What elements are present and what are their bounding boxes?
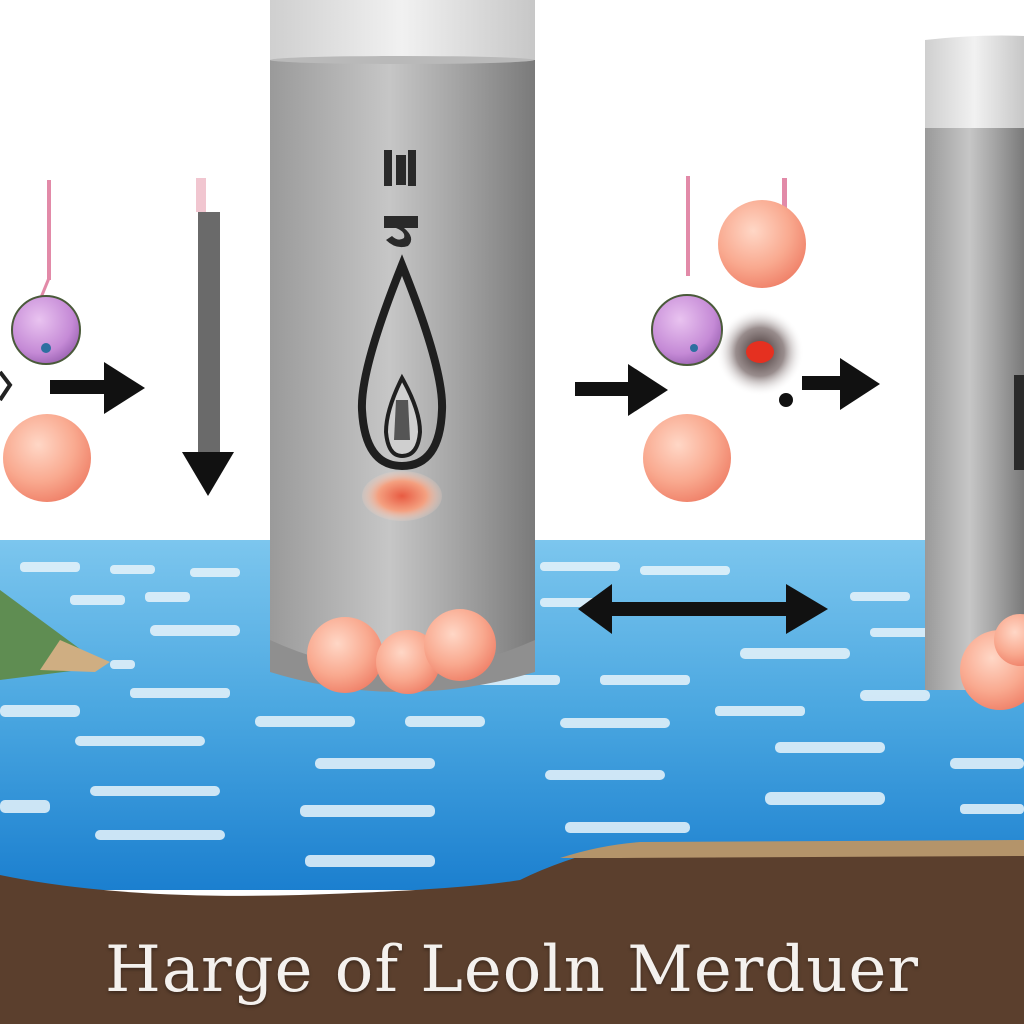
cylinder-1-glyphs: [384, 150, 418, 248]
left-edge-bracket: [0, 370, 13, 402]
arrow-double: [578, 584, 828, 634]
arrow-right-1: [50, 362, 145, 414]
glow-disc: [362, 471, 442, 521]
sea-floor-sand: [560, 840, 1024, 858]
arrow-down: [182, 178, 234, 496]
arrow-right-2: [575, 364, 668, 416]
cylinder-1-spheres: [307, 609, 496, 694]
drop-icon: [357, 254, 447, 471]
water-ripples: [0, 562, 1024, 867]
caption-title: Harge of Leoln Merduer: [105, 933, 919, 1007]
cylinder-2: [925, 35, 1024, 710]
left-probe: [3, 180, 91, 502]
land-left-edge: [40, 640, 110, 672]
cylinder-1: [270, 0, 535, 692]
right-probe: [643, 176, 806, 502]
sea-floor: [0, 842, 1024, 1024]
arrow-right-3: [802, 358, 880, 410]
